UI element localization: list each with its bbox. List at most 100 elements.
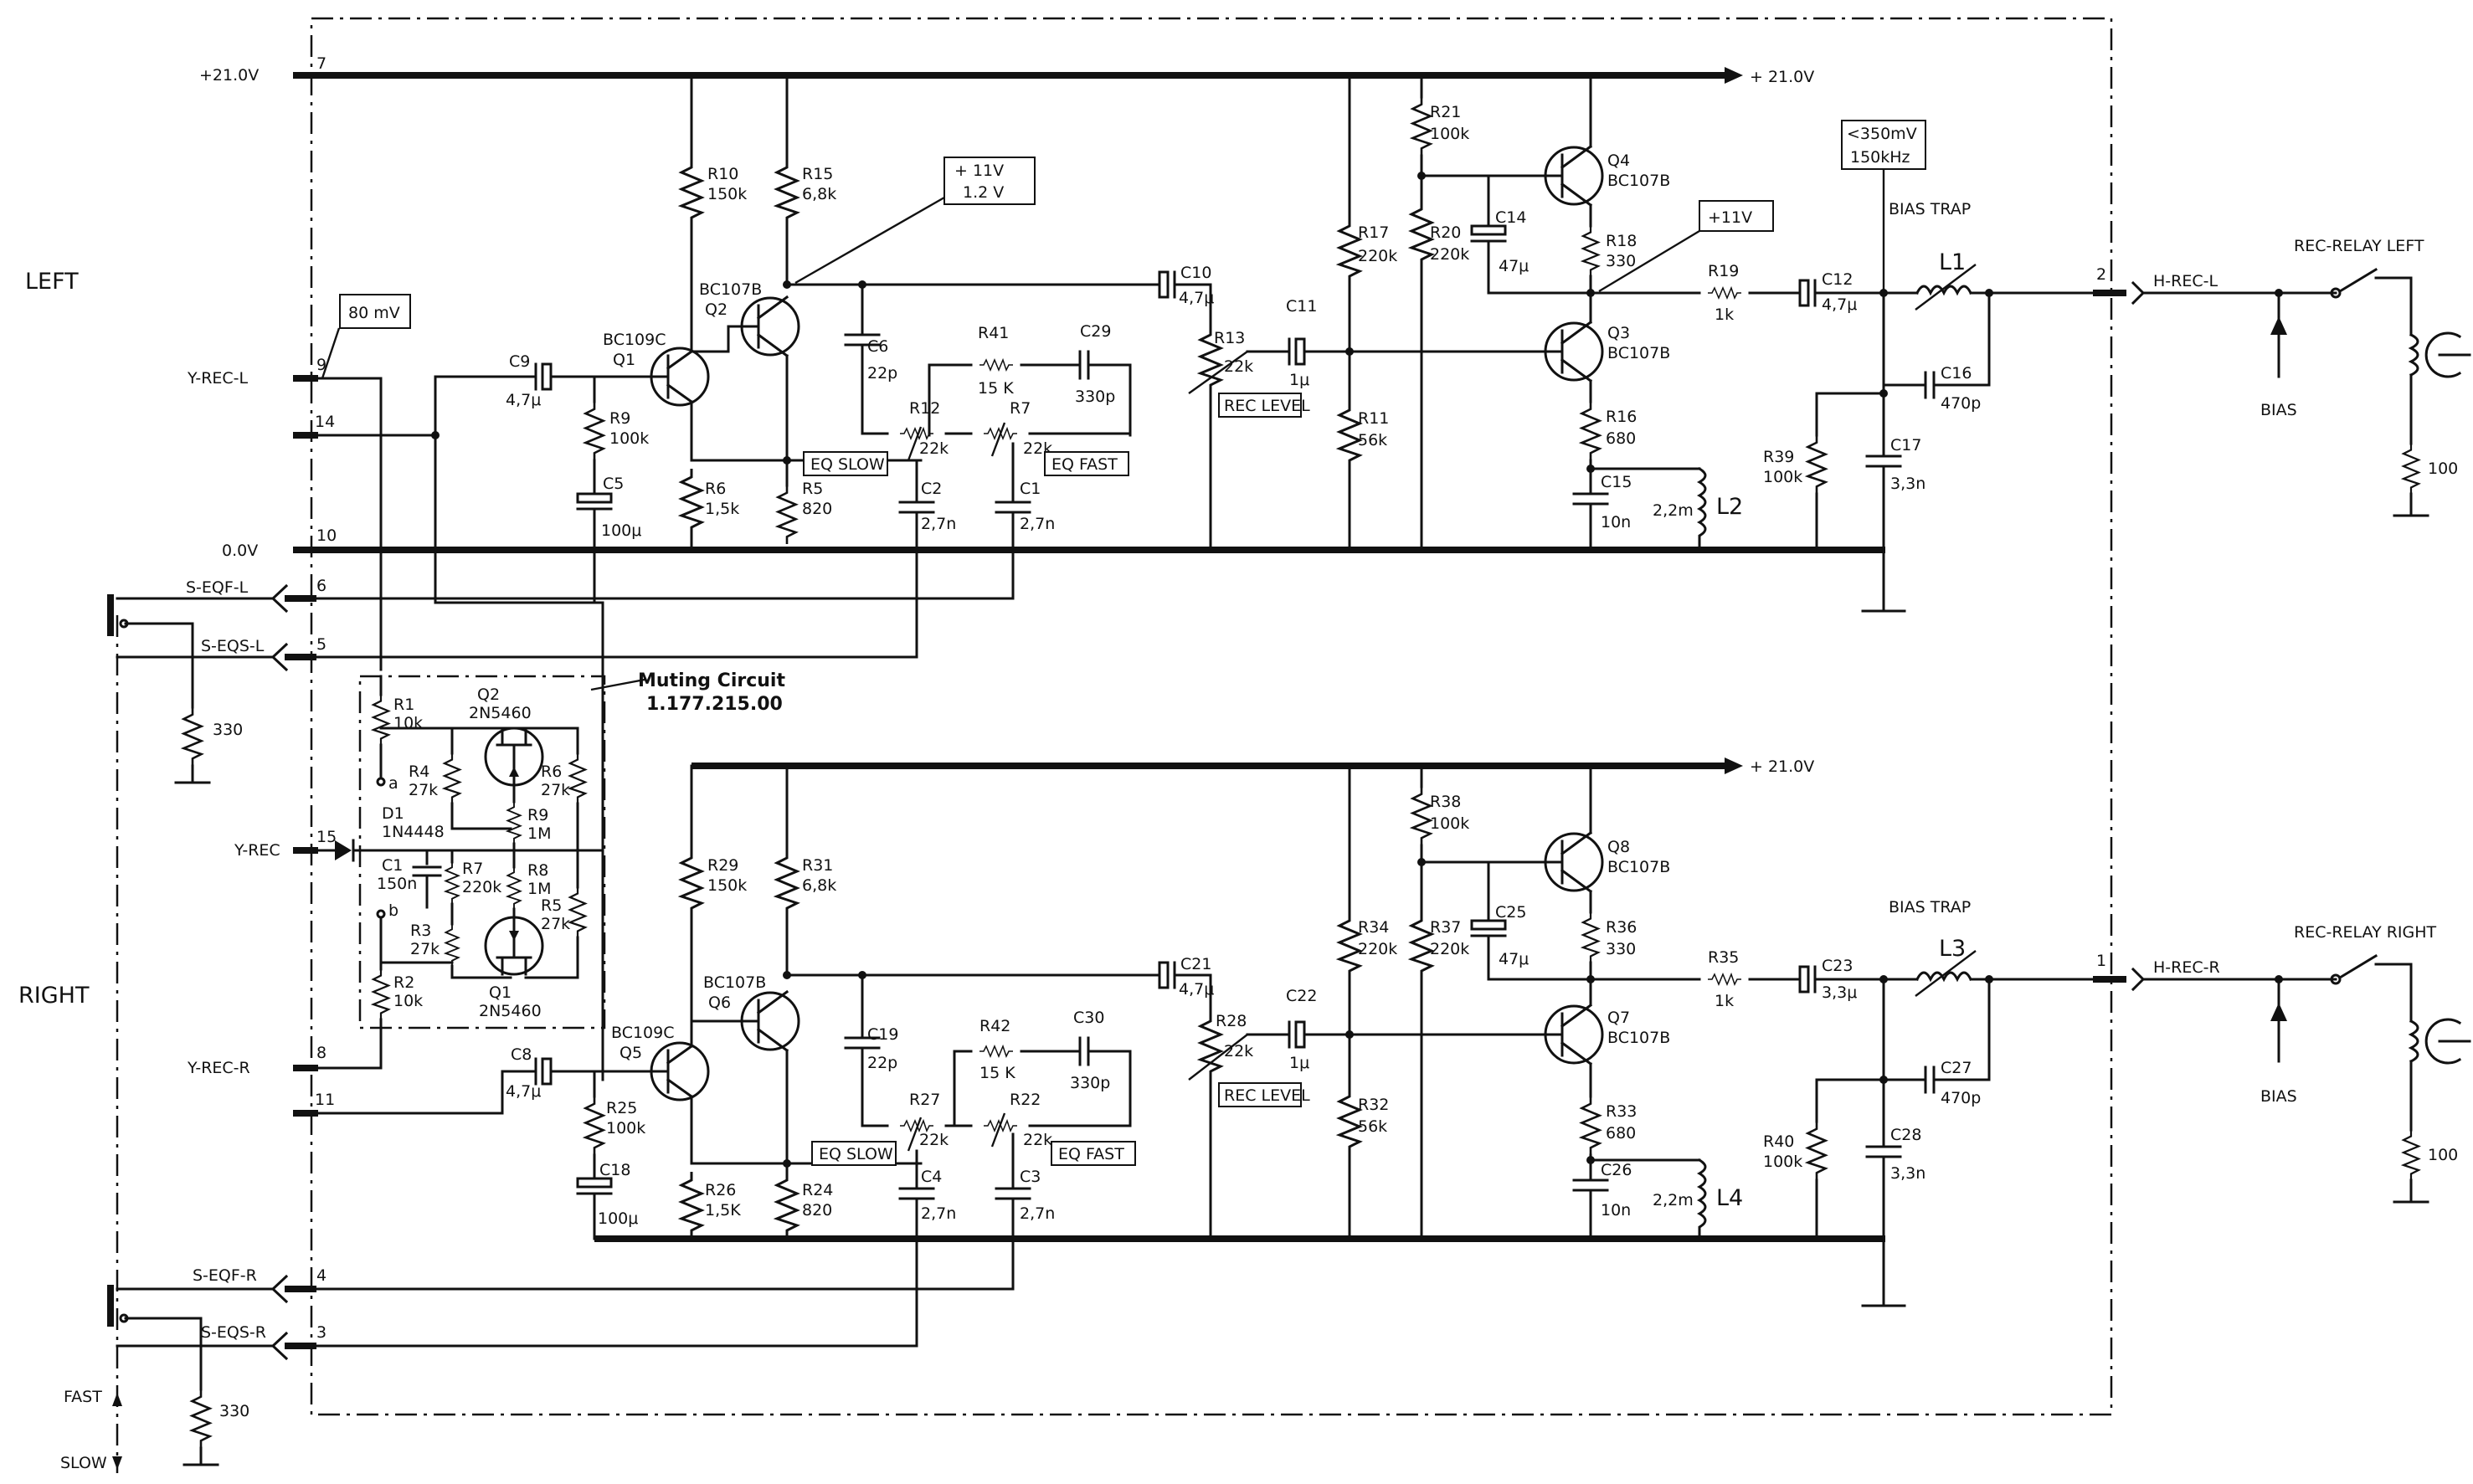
pin-15: 15 — [316, 828, 337, 846]
m-q2-label: Q2 — [477, 686, 500, 704]
r38-label: R38 — [1430, 793, 1461, 811]
s-eqf-l-label: S-EQF-L — [186, 578, 249, 597]
m-r5-value: 27k — [541, 915, 570, 933]
c30-label: C30 — [1073, 1009, 1104, 1027]
c6-label: C6 — [867, 337, 888, 356]
pin-1: 1 — [2096, 952, 2106, 970]
c3-label: C3 — [1020, 1168, 1041, 1186]
supply-right-bottom-label: + 21.0V — [1750, 757, 1814, 776]
r15-value: 6,8k — [802, 185, 836, 203]
slow-label: SLOW — [60, 1454, 107, 1472]
ground-label: 0.0V — [222, 542, 258, 560]
rec-relay-left-label: REC-RELAY LEFT — [2294, 237, 2424, 255]
c14-label: C14 — [1495, 208, 1526, 227]
bottom-res-top-value: 330 — [213, 721, 243, 739]
r33-label: R33 — [1606, 1102, 1637, 1121]
q3-label: Q3 — [1607, 324, 1630, 342]
r24-value: 820 — [802, 1201, 832, 1220]
c23-value: 3,3μ — [1822, 983, 1857, 1002]
r41-value: 15 K — [978, 379, 1014, 398]
bias-left-label: BIAS — [2260, 401, 2297, 419]
r17-label: R17 — [1358, 223, 1389, 242]
r41-label: R41 — [978, 324, 1009, 342]
r34-label: R34 — [1358, 918, 1389, 937]
c3-value: 2,7n — [1020, 1204, 1055, 1223]
m-r8-label: R8 — [527, 861, 548, 880]
r20-value: 220k — [1430, 245, 1469, 264]
c28-label: C28 — [1890, 1126, 1921, 1144]
bias-trap-left-label: BIAS TRAP — [1889, 200, 1971, 218]
c14-value: 47μ — [1499, 257, 1529, 275]
r29-value: 150k — [707, 876, 747, 895]
c11-label: C11 — [1286, 297, 1317, 316]
fast-label: FAST — [64, 1388, 102, 1406]
r11-value: 56k — [1358, 431, 1387, 449]
q5-label: Q5 — [620, 1044, 642, 1062]
m-c1-value: 150n — [377, 875, 417, 893]
c17-value: 3,3n — [1890, 475, 1925, 493]
r13-value: 22k — [1224, 357, 1253, 376]
c5-label: C5 — [603, 475, 624, 493]
c25-label: C25 — [1495, 903, 1526, 922]
l3-label: L3 — [1939, 936, 1966, 962]
q4-type: BC107B — [1607, 172, 1670, 190]
channel-right-label: RIGHT — [18, 983, 90, 1009]
c16-value: 470p — [1941, 394, 1981, 413]
m-q1-type: 2N5460 — [479, 1002, 542, 1020]
m-d1-label: D1 — [382, 804, 404, 823]
r28-value: 22k — [1224, 1042, 1253, 1060]
eq-fast-box-right: EQ FAST — [1058, 1145, 1124, 1163]
c17-label: C17 — [1890, 436, 1921, 454]
c1-label: C1 — [1020, 480, 1041, 498]
v12-annotation: 1.2 V — [963, 183, 1004, 202]
r10-value: 150k — [707, 185, 747, 203]
channel-left-label: LEFT — [25, 269, 79, 295]
r42-label: R42 — [979, 1017, 1010, 1035]
s-eqs-r-label: S-EQS-R — [201, 1323, 266, 1342]
c4-label: C4 — [921, 1168, 942, 1186]
m-r6-label: R6 — [541, 763, 562, 781]
r7-label: R7 — [1010, 399, 1031, 418]
c4-value: 2,7n — [921, 1204, 956, 1223]
r36-label: R36 — [1606, 918, 1637, 937]
c27-label: C27 — [1941, 1059, 1972, 1077]
r12-label: R12 — [909, 399, 940, 418]
r32-label: R32 — [1358, 1096, 1389, 1114]
r40-label: R40 — [1763, 1132, 1794, 1151]
r6-label: R6 — [705, 480, 726, 498]
left-channel: LEFT +21.0V + 21.0V 7 0.0V 10 R10 150k R… — [25, 54, 2471, 672]
y-rec-label: Y-REC — [234, 841, 280, 860]
r35-label: R35 — [1708, 948, 1739, 967]
pin-3: 3 — [316, 1323, 326, 1342]
bottom-res-bottom-value: 330 — [219, 1402, 249, 1420]
muting-circuit: Muting Circuit 1.177.215.00 R1 10k a R4 … — [234, 601, 785, 1081]
q4-label: Q4 — [1607, 151, 1630, 170]
m-r9-value: 1M — [527, 824, 551, 843]
r29-label: R29 — [707, 856, 738, 875]
r5-label: R5 — [802, 480, 823, 498]
r33-value: 680 — [1606, 1124, 1636, 1143]
c25-value: 47μ — [1499, 950, 1529, 968]
r27-value: 22k — [919, 1131, 949, 1149]
r34-value: 220k — [1358, 940, 1397, 958]
c22-value: 1μ — [1289, 1054, 1309, 1072]
c22-label: C22 — [1286, 987, 1317, 1005]
m-r5-label: R5 — [541, 896, 562, 915]
r24-label: R24 — [802, 1181, 833, 1199]
m-d1-type: 1N4448 — [382, 823, 445, 841]
rec-relay-right-label: REC-RELAY RIGHT — [2294, 923, 2437, 942]
c29-value: 330p — [1075, 388, 1115, 406]
c23-label: C23 — [1822, 957, 1853, 975]
l4-label: L4 — [1716, 1185, 1743, 1211]
c2-value: 2,7n — [921, 515, 956, 533]
m-a-label: a — [388, 774, 398, 793]
m-r4-value: 27k — [409, 781, 438, 799]
l1-label: L1 — [1939, 249, 1966, 275]
khz150-annotation: 150kHz — [1850, 148, 1910, 167]
c15-value: 10n — [1601, 513, 1631, 531]
c18-label: C18 — [599, 1161, 630, 1179]
c19-label: C19 — [867, 1025, 898, 1044]
q6-type: BC107B — [703, 973, 766, 992]
c2-label: C2 — [921, 480, 942, 498]
r25-value: 100k — [606, 1119, 645, 1137]
